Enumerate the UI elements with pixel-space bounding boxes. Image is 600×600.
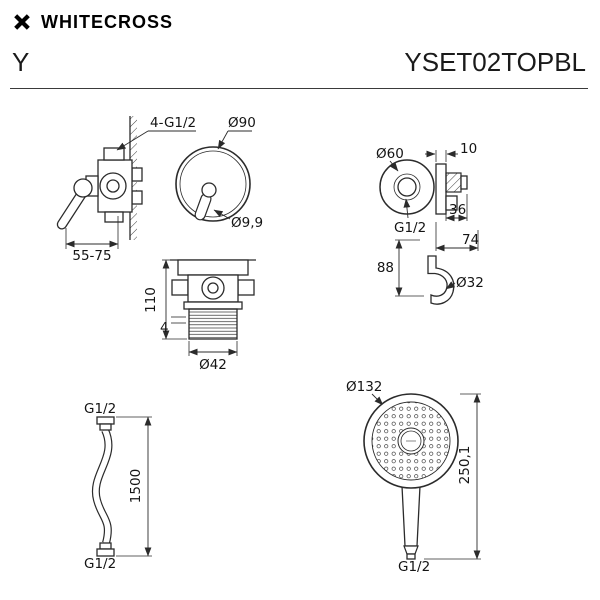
hose-bottom-fitting	[96, 548, 115, 557]
valve-body	[97, 159, 133, 213]
dim-escutcheon-diameter: Ø90	[228, 115, 256, 131]
series-label: Y	[12, 47, 30, 77]
brand-logo: WHITECROSS	[10, 10, 588, 34]
outlet-escutcheon	[379, 159, 435, 215]
dim-head-diameter: Ø132	[346, 379, 382, 395]
trim-flange	[183, 301, 243, 310]
whitecross-logo-icon	[14, 14, 30, 30]
drawing-mixer-side-view: 4-G1/2 55-75	[56, 115, 196, 264]
dim-mixer-height: 110	[143, 287, 159, 313]
outlet-wall-plate	[435, 163, 447, 215]
brand-name: WHITECROSS	[41, 11, 174, 32]
dim-outlet-width: 74	[462, 232, 479, 248]
drawing-hose: G1/2 1500 G1/2	[84, 401, 152, 572]
dim-hose-bottom-thread: G1/2	[84, 556, 116, 572]
dim-mixer-thread: 4-G1/2	[150, 115, 196, 131]
dim-hose-top-thread: G1/2	[84, 401, 116, 417]
dim-mixer-depth: 55-75	[72, 248, 111, 264]
shower-holder	[427, 255, 455, 305]
escutcheon-plate	[175, 146, 251, 222]
dim-handshower-length: 250,1	[457, 446, 473, 485]
dim-outlet-thread: G1/2	[394, 220, 426, 236]
drawing-outlet-front-view: Ø60 G1/2	[376, 146, 435, 236]
outlet-thread-nipple	[445, 172, 462, 193]
dim-hose-length: 1500	[128, 469, 144, 503]
drawing-handshower: Ø132 250,1 G1/2	[346, 379, 481, 575]
technical-drawings: 4-G1/2 55-75 Ø90 Ø9,9	[56, 115, 484, 575]
dim-plate-thickness: 10	[460, 141, 477, 157]
model-number: YSET02TOPBL	[404, 47, 586, 77]
trim-sleeve	[188, 308, 238, 340]
title-row: Y YSET02TOPBL	[10, 47, 588, 89]
dim-holder-diameter: Ø32	[456, 275, 484, 291]
dim-mixer-flange: 4	[160, 320, 169, 336]
dim-handshower-thread: G1/2	[398, 559, 430, 575]
handshower-handle	[401, 485, 421, 547]
dim-trim-diameter: Ø42	[199, 357, 227, 373]
dim-holder-offset: 88	[377, 260, 394, 276]
dim-spout-diameter: Ø9,9	[231, 215, 263, 231]
hose-top-fitting	[96, 416, 115, 425]
drawing-escutcheon-front-view: Ø90 Ø9,9	[175, 115, 263, 231]
drawing-outlet-side-view: 10 36 74 Ø32 88	[377, 141, 484, 305]
dim-outlet-depth: 36	[449, 202, 466, 218]
dim-outlet-diameter: Ø60	[376, 146, 404, 162]
header: WHITECROSS Y YSET02TOPBL	[0, 0, 600, 89]
drawing-mixer-front-view: 110 4 Ø42	[143, 259, 256, 373]
